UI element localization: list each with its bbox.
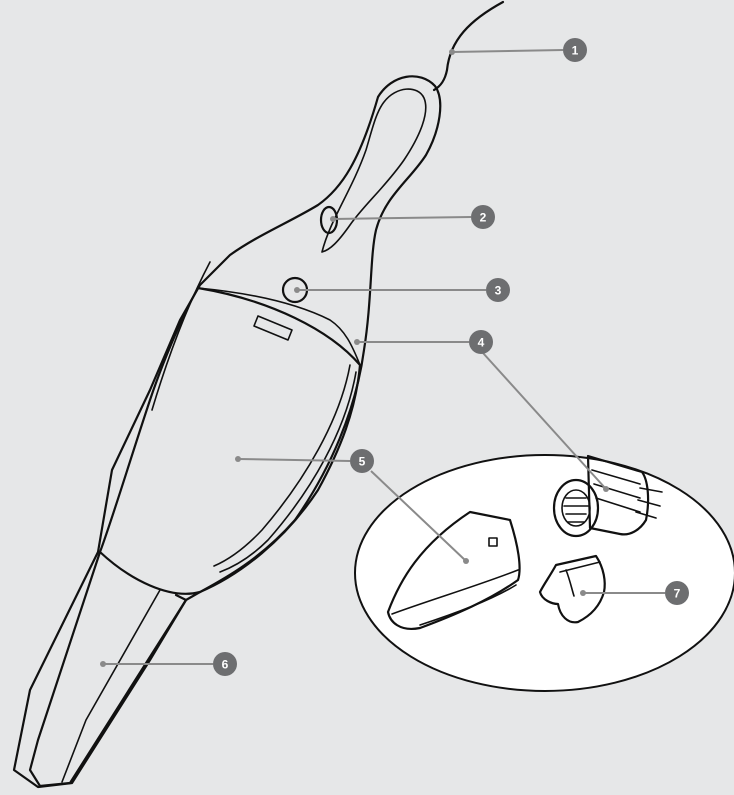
vacuum-body bbox=[12, 75, 442, 789]
callout-badge-4: 4 bbox=[469, 330, 493, 354]
handle-grip-inner bbox=[321, 88, 427, 253]
inset-small-attachment bbox=[538, 554, 606, 624]
leader-dot-6 bbox=[100, 661, 106, 667]
callout-badge-circle bbox=[486, 278, 510, 302]
callout-number: 7 bbox=[674, 587, 681, 601]
release-latch bbox=[253, 315, 293, 341]
container-rail-right-2 bbox=[219, 371, 357, 573]
callout-number: 3 bbox=[495, 284, 502, 298]
leader-lines bbox=[100, 49, 665, 667]
accessories-inset bbox=[354, 454, 734, 692]
callout-badge-circle bbox=[350, 449, 374, 473]
callout-badge-circle bbox=[469, 330, 493, 354]
leader-line-2 bbox=[332, 216, 472, 220]
inset-dust-container bbox=[386, 510, 521, 630]
callout-badge-2: 2 bbox=[471, 205, 495, 229]
leader-dot-2 bbox=[330, 216, 336, 222]
inset-leader-line-2 bbox=[370, 470, 467, 562]
callout-badges: 1 2 3 4 5 6 7 bbox=[213, 38, 689, 676]
callout-badge-circle bbox=[665, 581, 689, 605]
nozzle-inner-line bbox=[61, 589, 161, 783]
container-rail-left bbox=[151, 261, 211, 411]
inset-leader-dot-2 bbox=[463, 558, 469, 564]
callout-number: 6 bbox=[222, 658, 229, 672]
leader-dot-3 bbox=[294, 287, 300, 293]
inset-brush-attachment bbox=[552, 454, 663, 538]
container-rail-right bbox=[213, 364, 351, 567]
leader-dot-4 bbox=[354, 339, 360, 345]
callout-badge-circle bbox=[471, 205, 495, 229]
callout-number: 5 bbox=[359, 455, 366, 469]
inset-leader-dot-1 bbox=[603, 486, 609, 492]
leader-dot-7 bbox=[580, 590, 586, 596]
callout-badge-5: 5 bbox=[350, 449, 374, 473]
callout-number: 4 bbox=[478, 336, 485, 350]
callout-number: 2 bbox=[480, 211, 487, 225]
callout-badge-3: 3 bbox=[486, 278, 510, 302]
callout-badge-1: 1 bbox=[563, 38, 587, 62]
callout-badge-7: 7 bbox=[665, 581, 689, 605]
leader-line-1 bbox=[451, 49, 564, 53]
dust-container-shell bbox=[98, 286, 362, 595]
callout-badge-6: 6 bbox=[213, 652, 237, 676]
leader-line-5 bbox=[237, 458, 351, 462]
canister-top-edge bbox=[197, 287, 361, 366]
power-cord bbox=[432, 0, 505, 92]
callout-number: 1 bbox=[572, 44, 579, 58]
power-switch-shape bbox=[319, 205, 339, 235]
handle-outline bbox=[12, 75, 442, 789]
leader-dot-1 bbox=[449, 49, 455, 55]
callout-badge-circle bbox=[563, 38, 587, 62]
callout-badge-circle bbox=[213, 652, 237, 676]
inset-leader-line-1 bbox=[482, 352, 607, 490]
leader-dot-5 bbox=[235, 456, 241, 462]
nozzle-shell bbox=[28, 550, 188, 788]
